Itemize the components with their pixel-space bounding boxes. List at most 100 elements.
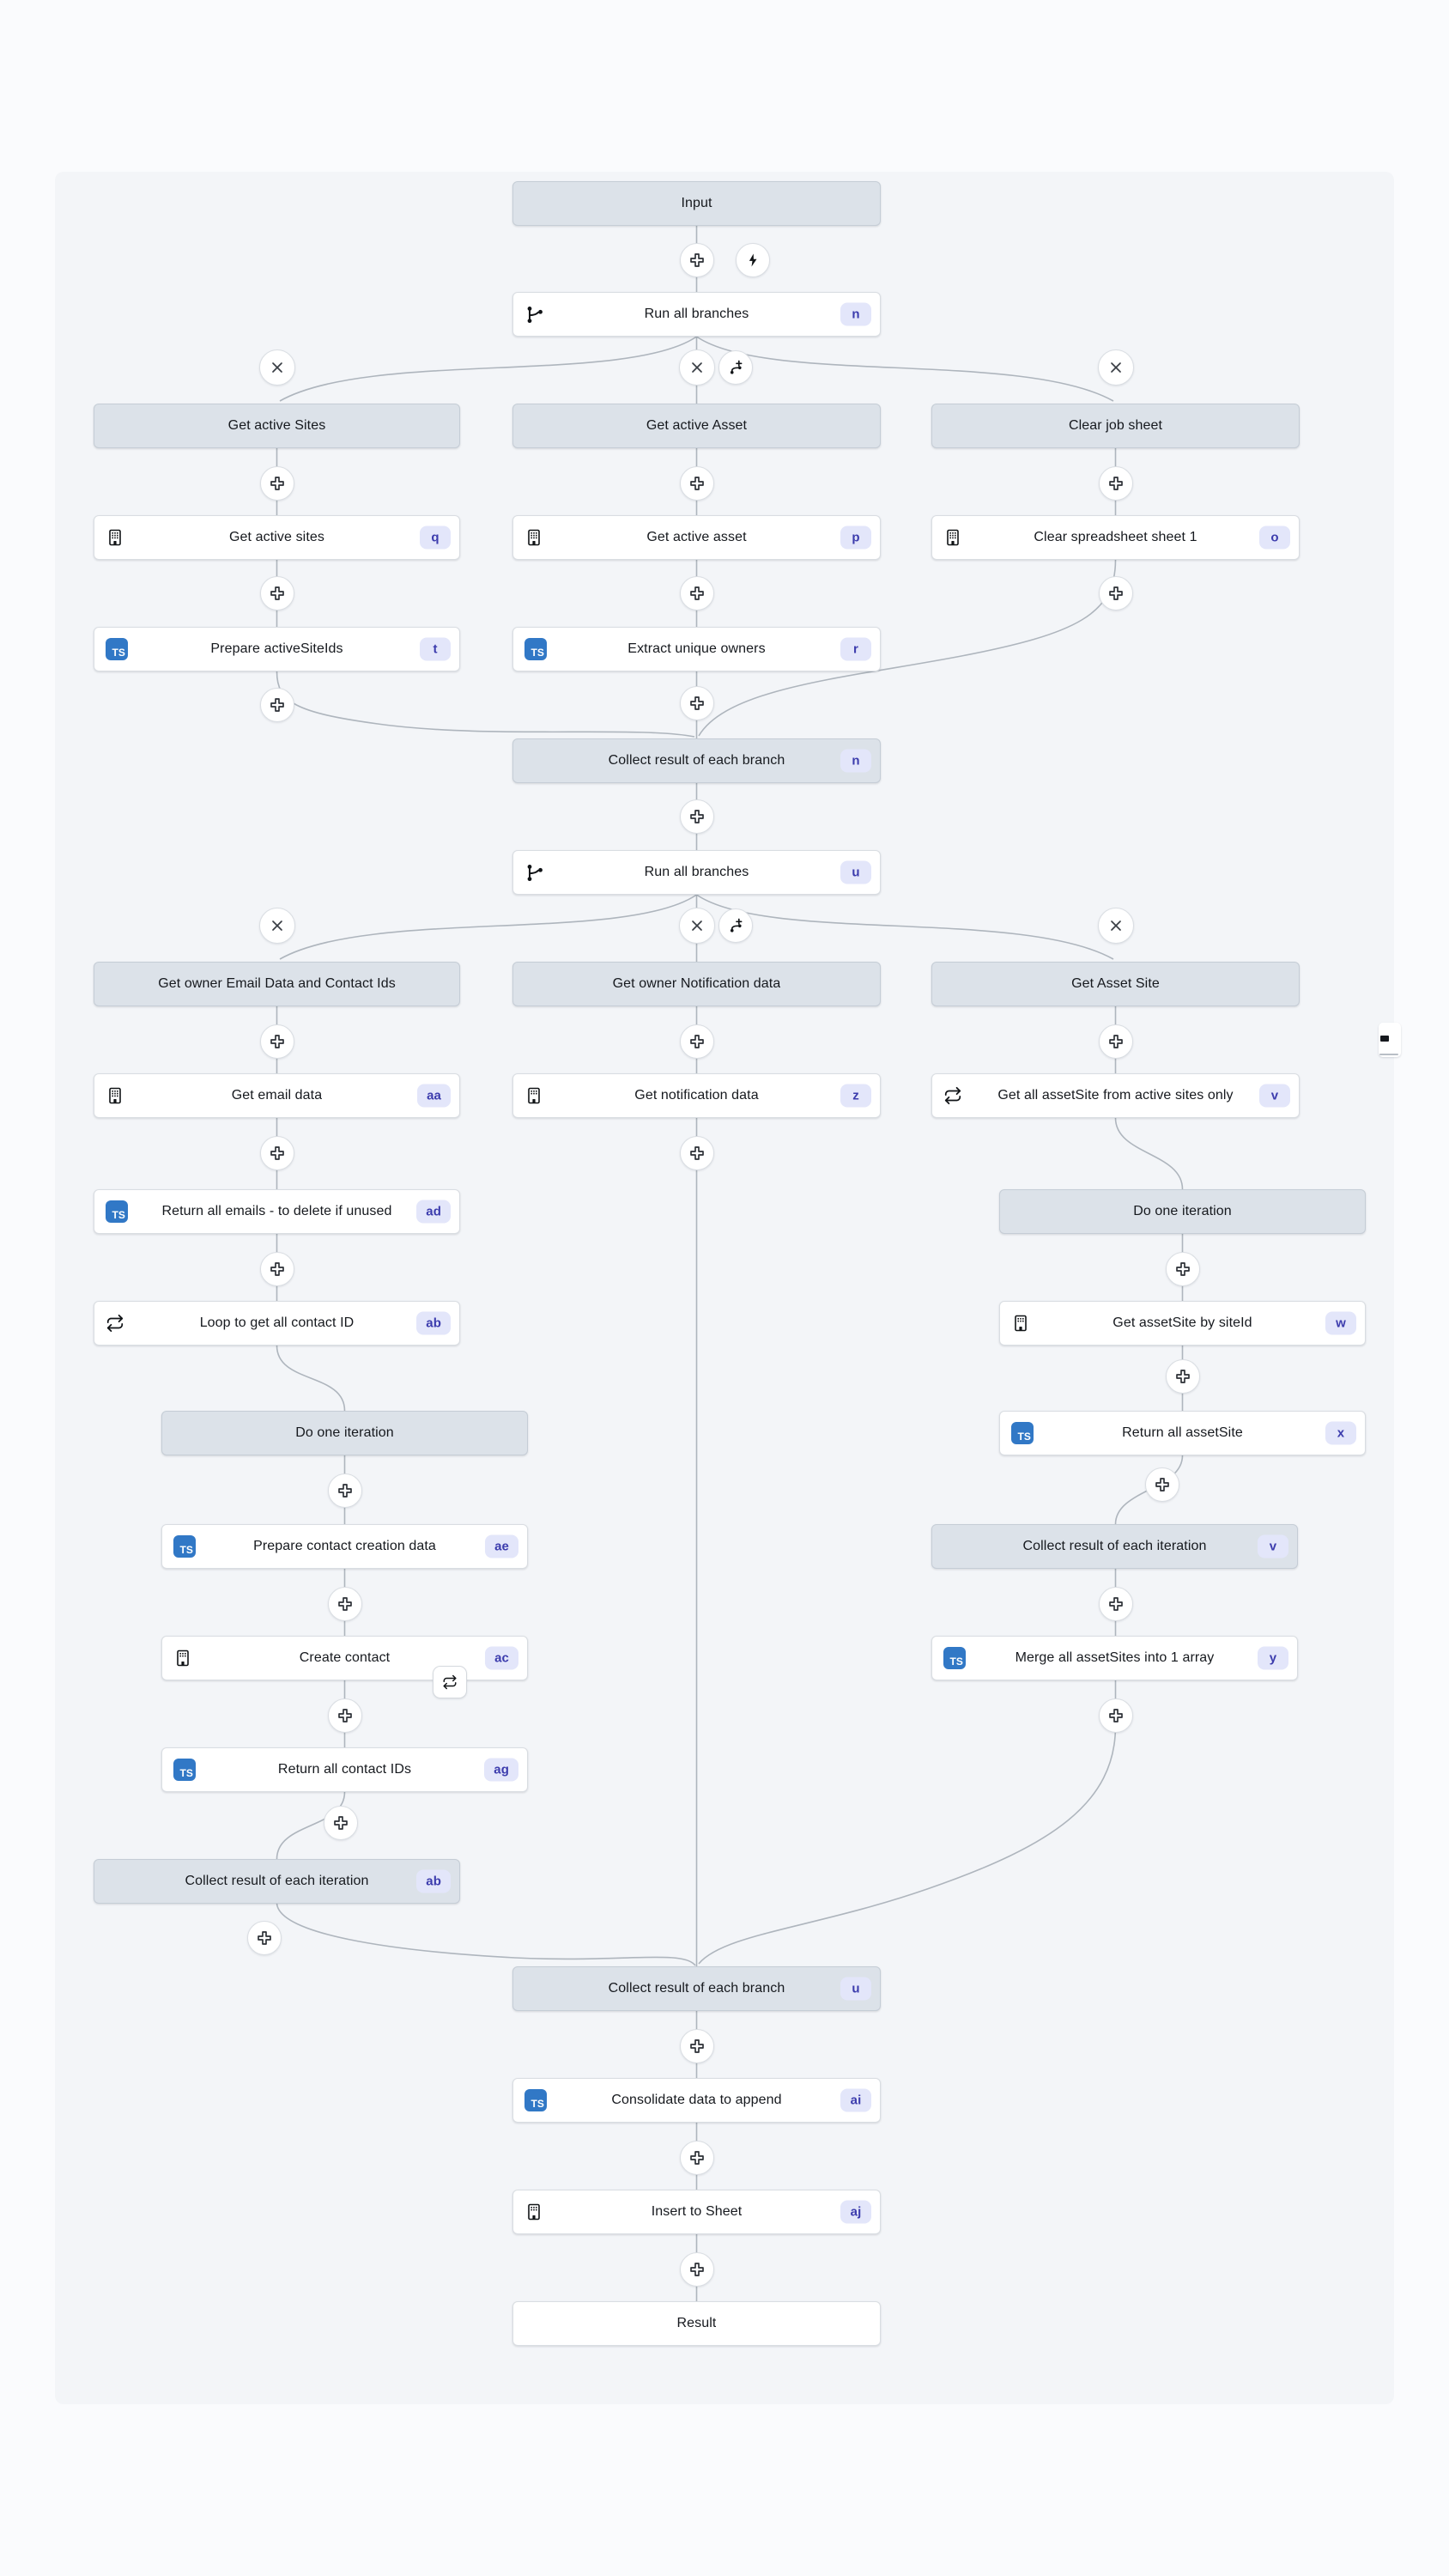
add-step-button[interactable] bbox=[680, 466, 714, 501]
delete-branch-button[interactable] bbox=[259, 349, 295, 386]
add-step-button[interactable] bbox=[260, 1252, 294, 1286]
delete-branch-button[interactable] bbox=[1098, 908, 1134, 944]
node-prepare-activesiteids[interactable]: TS Prepare activeSiteIds t bbox=[94, 627, 460, 671]
node-label: Consolidate data to append bbox=[611, 2093, 782, 2107]
node-input[interactable]: Input bbox=[512, 181, 881, 226]
delete-branch-button[interactable] bbox=[1098, 349, 1134, 386]
node-clear-job-sheet-header[interactable]: Clear job sheet bbox=[931, 404, 1300, 448]
add-step-button[interactable] bbox=[680, 243, 714, 277]
delete-branch-button[interactable] bbox=[259, 908, 295, 944]
add-step-button[interactable] bbox=[680, 1024, 714, 1059]
node-run-all-branches-2[interactable]: Run all branches u bbox=[512, 850, 881, 895]
add-step-button[interactable] bbox=[1099, 1698, 1133, 1733]
node-get-owner-email-header[interactable]: Get owner Email Data and Contact Ids bbox=[94, 962, 460, 1006]
node-do-one-iteration-right[interactable]: Do one iteration bbox=[999, 1189, 1366, 1234]
node-collect-branch-2[interactable]: Collect result of each branch u bbox=[512, 1966, 881, 2011]
add-step-button[interactable] bbox=[1099, 1587, 1133, 1621]
add-branch-button[interactable] bbox=[718, 908, 753, 943]
loop-indicator-button[interactable] bbox=[433, 1666, 467, 1698]
add-step-button[interactable] bbox=[680, 576, 714, 611]
workflow-canvas[interactable] bbox=[55, 172, 1394, 2404]
node-label: Loop to get all contact ID bbox=[199, 1315, 355, 1330]
node-extract-unique-owners[interactable]: TS Extract unique owners r bbox=[512, 627, 881, 671]
delete-branch-button[interactable] bbox=[679, 349, 715, 386]
add-step-button[interactable] bbox=[328, 1473, 362, 1508]
node-merge-assetsites[interactable]: TS Merge all assetSites into 1 array y bbox=[931, 1636, 1298, 1680]
node-return-all-contact-ids[interactable]: TS Return all contact IDs ag bbox=[161, 1747, 528, 1792]
git-branch-icon bbox=[524, 862, 545, 883]
node-get-active-asset[interactable]: Get active asset p bbox=[512, 515, 881, 560]
node-get-email-data[interactable]: Get email data aa bbox=[94, 1073, 460, 1118]
add-step-button[interactable] bbox=[260, 1136, 294, 1170]
add-step-button[interactable] bbox=[1099, 576, 1133, 611]
node-run-all-branches-1[interactable]: Run all branches n bbox=[512, 292, 881, 337]
node-label: Collect result of each branch bbox=[608, 753, 785, 768]
node-collect-iteration-right[interactable]: Collect result of each iteration v bbox=[931, 1524, 1298, 1569]
node-badge: n bbox=[840, 749, 871, 773]
add-branch-icon bbox=[730, 918, 742, 933]
node-do-one-iteration-left[interactable]: Do one iteration bbox=[161, 1411, 528, 1455]
node-get-active-sites-header[interactable]: Get active Sites bbox=[94, 404, 460, 448]
add-step-button[interactable] bbox=[260, 466, 294, 501]
node-get-active-sites[interactable]: Get active sites q bbox=[94, 515, 460, 560]
node-get-assetsite-by-siteid[interactable]: Get assetSite by siteId w bbox=[999, 1301, 1366, 1346]
node-prepare-contact-creation[interactable]: TS Prepare contact creation data ae bbox=[161, 1524, 528, 1569]
node-return-all-assetsite[interactable]: TS Return all assetSite x bbox=[999, 1411, 1366, 1455]
node-get-owner-notification-header[interactable]: Get owner Notification data bbox=[512, 962, 881, 1006]
node-get-all-assetsite[interactable]: Get all assetSite from active sites only… bbox=[931, 1073, 1300, 1118]
add-step-button[interactable] bbox=[1166, 1359, 1200, 1394]
add-step-button[interactable] bbox=[1145, 1467, 1179, 1502]
plus-icon bbox=[270, 1146, 284, 1160]
node-create-contact[interactable]: Create contact ac bbox=[161, 1636, 528, 1680]
add-step-button[interactable] bbox=[260, 576, 294, 611]
node-return-all-emails[interactable]: TS Return all emails - to delete if unus… bbox=[94, 1189, 460, 1234]
add-step-button[interactable] bbox=[680, 2141, 714, 2175]
add-step-button[interactable] bbox=[1166, 1252, 1200, 1286]
node-consolidate-data[interactable]: TS Consolidate data to append ai bbox=[512, 2078, 881, 2123]
add-step-button[interactable] bbox=[1099, 466, 1133, 501]
add-step-button[interactable] bbox=[324, 1806, 358, 1840]
node-get-notification-data[interactable]: Get notification data z bbox=[512, 1073, 881, 1118]
node-loop-contact-id[interactable]: Loop to get all contact ID ab bbox=[94, 1301, 460, 1346]
node-badge: aj bbox=[840, 2200, 871, 2224]
node-collect-branch-1[interactable]: Collect result of each branch n bbox=[512, 738, 881, 783]
node-result[interactable]: Result bbox=[512, 2301, 881, 2346]
plus-icon bbox=[690, 1035, 704, 1048]
node-label: Get Asset Site bbox=[1071, 976, 1160, 991]
add-step-button[interactable] bbox=[260, 688, 294, 722]
node-label: Return all contact IDs bbox=[277, 1762, 412, 1777]
add-step-button[interactable] bbox=[328, 1587, 362, 1621]
typescript-icon: TS bbox=[173, 1759, 196, 1781]
node-clear-spreadsheet[interactable]: Clear spreadsheet sheet 1 o bbox=[931, 515, 1300, 560]
node-get-active-asset-header[interactable]: Get active Asset bbox=[512, 404, 881, 448]
node-badge: ad bbox=[416, 1200, 451, 1224]
add-step-button[interactable] bbox=[680, 1136, 714, 1170]
add-step-button[interactable] bbox=[680, 2029, 714, 2063]
building-icon bbox=[173, 1649, 192, 1668]
loop-icon bbox=[943, 1086, 962, 1105]
node-insert-to-sheet[interactable]: Insert to Sheet aj bbox=[512, 2190, 881, 2234]
canvas-edge-widget[interactable] bbox=[1379, 1023, 1401, 1057]
plus-icon bbox=[690, 586, 704, 600]
node-label: Run all branches bbox=[644, 307, 749, 321]
node-badge: p bbox=[840, 526, 871, 550]
typescript-icon: TS bbox=[524, 638, 547, 660]
delete-branch-button[interactable] bbox=[679, 908, 715, 944]
node-label: Input bbox=[681, 196, 712, 210]
node-badge: ac bbox=[485, 1646, 518, 1670]
add-step-button[interactable] bbox=[680, 799, 714, 834]
add-step-button[interactable] bbox=[680, 686, 714, 720]
add-step-button[interactable] bbox=[680, 2252, 714, 2287]
add-step-button[interactable] bbox=[247, 1921, 282, 1955]
add-step-button[interactable] bbox=[1099, 1024, 1133, 1059]
run-trigger-button[interactable] bbox=[736, 243, 770, 277]
node-label: Get all assetSite from active sites only bbox=[997, 1088, 1234, 1103]
add-step-button[interactable] bbox=[260, 1024, 294, 1059]
lightning-icon bbox=[749, 253, 757, 267]
add-step-button[interactable] bbox=[328, 1698, 362, 1733]
node-collect-iteration-left[interactable]: Collect result of each iteration ab bbox=[94, 1859, 460, 1904]
node-get-asset-site-header[interactable]: Get Asset Site bbox=[931, 962, 1300, 1006]
add-branch-button[interactable] bbox=[718, 350, 753, 385]
node-label: Get email data bbox=[231, 1088, 323, 1103]
building-icon bbox=[106, 1086, 124, 1105]
